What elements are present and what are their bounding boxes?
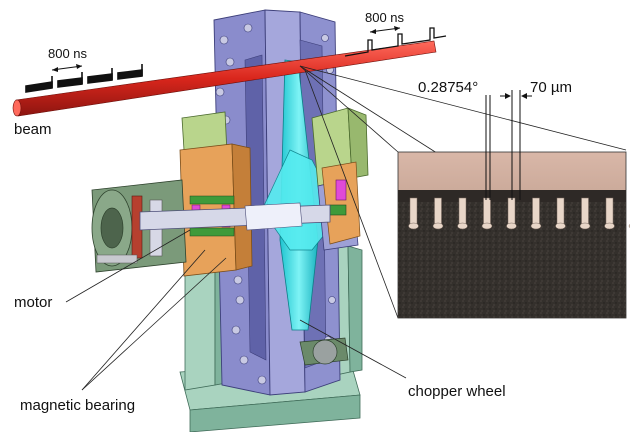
magnetic-bearing-label: magnetic bearing	[20, 397, 135, 414]
pulse-spacing-arrow-left	[51, 64, 83, 72]
pulse-spacing-label-left: 800 ns	[48, 46, 88, 61]
pulse-spacing-label-right: 800 ns	[365, 10, 405, 25]
chopper-tooth-tip	[481, 222, 493, 230]
chopper-tooth-tip	[432, 222, 444, 230]
chopper-tooth-tip	[530, 222, 542, 230]
tooth-photo-inset	[397, 151, 630, 319]
dimension-lines	[485, 90, 532, 200]
right-support	[299, 107, 369, 366]
angle-label: 0.28754°	[418, 79, 478, 96]
chopper-tooth	[434, 197, 442, 225]
callout-lines	[65, 229, 407, 391]
chopper-tooth-tip	[457, 222, 468, 230]
pulse-train-right	[344, 27, 447, 57]
chopper-tooth	[556, 197, 565, 225]
tooth-width-label: 70 µm	[530, 79, 572, 96]
chopper-tooth-tip	[408, 222, 419, 230]
chopper-wheel-label: chopper wheel	[408, 383, 506, 400]
chopper-tooth-tip	[579, 222, 591, 230]
chopper-tooth-tip	[604, 222, 615, 230]
chopper-tooth	[483, 197, 491, 225]
zoom-leaders	[299, 65, 627, 319]
pulse-train-left	[25, 64, 143, 93]
chopper-tooth	[532, 197, 540, 225]
motor-label: motor	[14, 294, 52, 311]
chopper-tooth	[458, 197, 467, 225]
chopper-tooth-tip	[506, 222, 517, 230]
chopper-tooth	[605, 197, 614, 225]
shaft	[139, 202, 331, 231]
chopper-tooth	[507, 197, 516, 225]
chopper-tooth	[409, 197, 418, 225]
chopper-tooth-tip	[555, 222, 566, 230]
beam-label: beam	[14, 121, 52, 138]
chopper-tooth	[581, 197, 589, 225]
beam	[12, 40, 437, 117]
pulse-spacing-arrow-right	[369, 26, 401, 34]
